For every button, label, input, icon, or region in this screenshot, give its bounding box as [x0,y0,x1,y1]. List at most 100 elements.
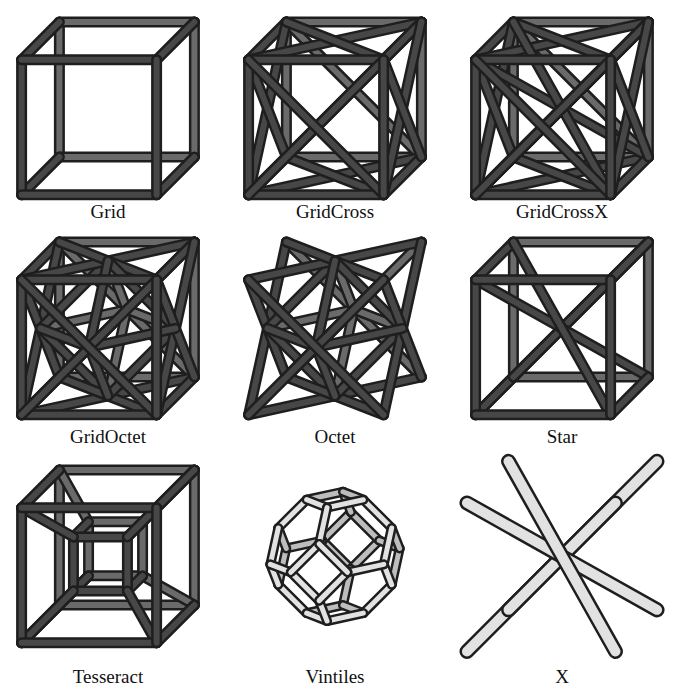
cell-label: X [555,666,569,688]
beam-outline [611,242,649,280]
lattice-beam [648,242,649,377]
lattice-beam [384,60,422,157]
beam-face [384,528,392,564]
beam-outline [249,280,384,415]
beam-outline [151,508,162,643]
lattice-beam [249,22,422,60]
beam-outline [384,22,422,195]
beam-outline [157,605,195,643]
beam-face [73,534,127,540]
lattice-beam [270,528,278,564]
beam-outline [22,591,74,643]
beam-outline [16,280,27,415]
beam-face [157,605,195,643]
beam-outline [476,242,649,415]
lattice-beam [513,242,610,415]
beam-face [22,470,60,508]
beam-face [70,537,76,591]
beam-face [22,280,157,415]
beam-face [513,242,610,415]
lattice-beam [319,544,347,572]
lattice-beam [73,590,127,591]
lattice-beam [156,280,157,415]
cell-label: GridCrossX [516,201,608,223]
beam-face [381,60,387,195]
beam-outline [22,157,60,195]
beam-outline [476,60,611,195]
beam-outline [249,22,422,60]
beam-outline [249,60,384,195]
beam-face [476,412,611,418]
beam-outline [22,502,157,513]
lattice-beam [476,60,611,195]
beam-face [327,613,363,621]
lattice-beam [467,461,657,651]
lattice-beam [248,60,249,195]
beam-face [19,60,25,195]
lattice-beam [157,22,195,60]
beam-face [154,508,160,643]
unit-cell-drawing [249,242,422,415]
beam-outline [249,54,384,65]
beam-face [319,572,347,600]
beam-face [249,60,384,195]
lattice-beam [509,461,616,651]
beam-face [22,505,157,511]
lattice-beam [249,60,384,195]
beam-face [249,192,384,198]
beam-face [73,588,127,594]
beam-face [509,461,616,651]
lattice-beam [22,59,157,60]
lattice-beam [513,242,648,243]
beam-outline [363,585,391,613]
beam-face [611,377,649,415]
beam-face [59,154,194,160]
beam-face [59,470,88,522]
cell-label: Octet [314,426,355,448]
beam-outline [59,470,88,522]
lattice-beam [384,22,422,195]
beam-outline [611,22,649,195]
lattice-beam [476,279,611,280]
beam-outline [611,377,649,415]
lattice-beam [513,377,648,378]
beam-face [611,22,649,195]
beam-face [476,60,611,195]
unit-cell-drawing [467,461,657,651]
beam-outline [513,242,610,415]
beam-outline [476,274,611,285]
cell-label: Vintiles [305,666,364,688]
lattice-beam [327,500,363,508]
beam-face [291,544,319,572]
beam-outline [291,544,319,572]
lattice-beam [73,536,127,537]
lattice-beam [249,60,384,195]
lattice-beam [156,60,157,195]
beam-face [249,22,422,60]
beam-outline [157,470,195,508]
beam-face [611,242,649,280]
beam-outline [249,189,384,200]
beam-outline [22,280,157,415]
beam-face [384,60,422,157]
beam-face [191,470,197,605]
lattice-beam [21,60,22,195]
lattice-beam [319,572,347,600]
beam-outline [151,280,162,415]
beam-outline [327,613,363,621]
lattice-beam [347,564,383,572]
beam-outline [157,22,195,60]
beam-face [249,280,384,415]
beam-face [510,242,516,377]
beam-outline [151,60,162,195]
beam-face [59,602,194,608]
lattice-beam [363,585,391,613]
lattice-beam [291,572,319,600]
beam-face [476,242,649,415]
lattice-beam [22,280,157,415]
beam-outline [249,60,384,195]
cell-label: Grid [91,201,126,223]
beam-face [246,60,252,195]
lattice-beam [476,414,611,415]
